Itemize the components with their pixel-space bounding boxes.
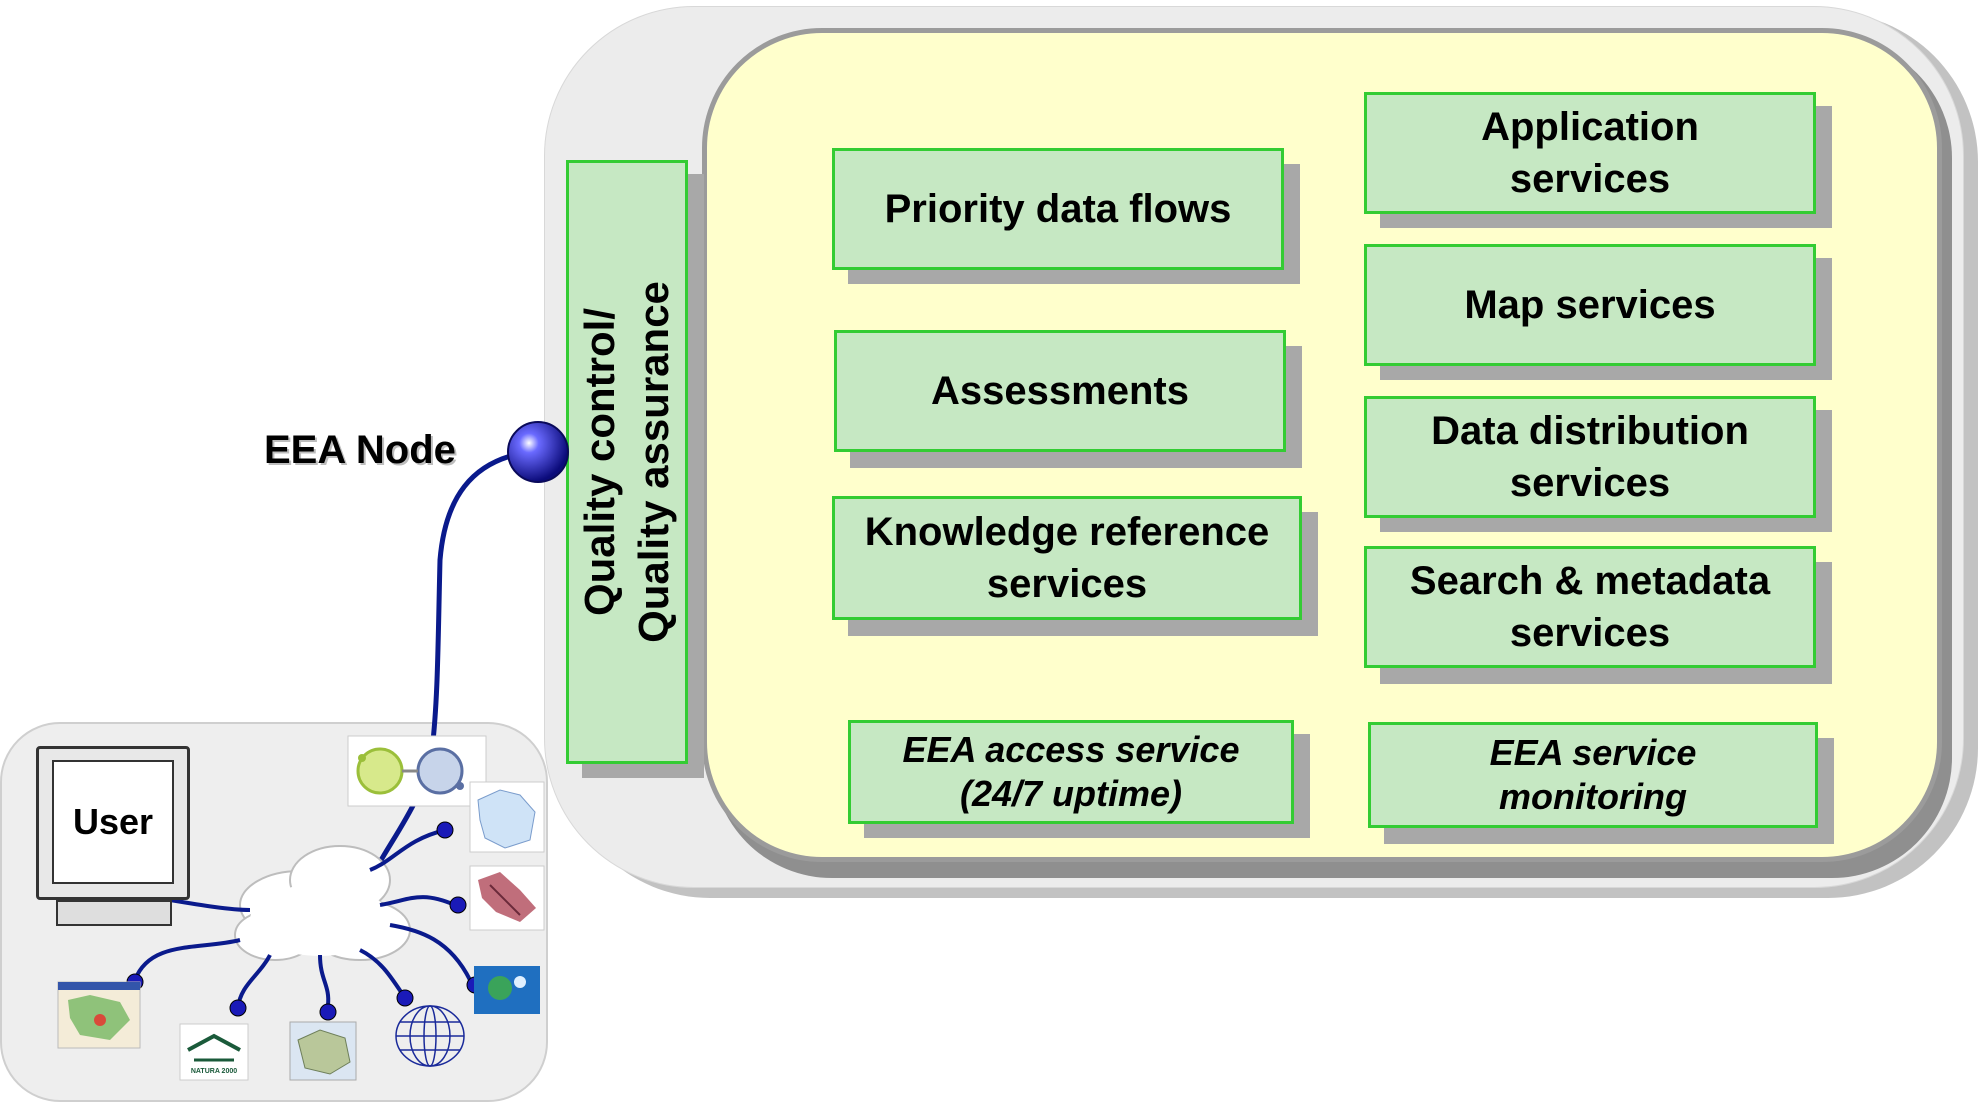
knowledge-reference-box: Knowledge reference services [832, 496, 1302, 620]
diagram-thumbnail-icon [347, 735, 487, 807]
data-distribution-label: Data distribution services [1431, 409, 1749, 505]
user-label: User [72, 801, 154, 842]
assessments-box: Assessments [834, 330, 1286, 452]
access-service-box: EEA access service (24/7 uptime) [848, 720, 1294, 824]
assessments-label: Assessments [931, 369, 1189, 413]
france-map-icon [469, 781, 545, 853]
europe-map-screenshot-icon [57, 981, 141, 1049]
natura-caption: NATURA 2000 [190, 1068, 238, 1075]
eea-node-icon [507, 421, 569, 483]
search-metadata-box: Search & metadata services [1364, 546, 1816, 668]
knowledge-reference-label: Knowledge reference services [864, 510, 1270, 606]
access-service-label: EEA access service (24/7 uptime) [902, 729, 1240, 814]
europe-map-icon [289, 1021, 357, 1081]
map-services-box: Map services [1364, 244, 1816, 366]
user-screen: User [52, 760, 174, 884]
map-services-label: Map services [1464, 283, 1716, 327]
service-monitoring-box: EEA service monitoring [1368, 722, 1818, 828]
search-metadata-label: Search & metadata services [1409, 559, 1771, 655]
computer-base [56, 900, 172, 926]
eea-node-label: EEA Node [264, 428, 456, 472]
satellite-image-icon [474, 966, 540, 1014]
quality-control-box [566, 160, 688, 764]
application-services-box: Application services [1364, 92, 1816, 214]
cloud-icon [234, 845, 411, 961]
priority-data-flows-box: Priority data flows [832, 148, 1284, 270]
node-cable [367, 449, 531, 882]
data-distribution-box: Data distribution services [1364, 396, 1816, 518]
natura-logo-icon [179, 1023, 249, 1081]
river-map-icon [469, 865, 545, 931]
service-monitoring-label: EEA service monitoring [1489, 732, 1697, 817]
priority-data-flows-label: Priority data flows [884, 187, 1232, 231]
application-services-label: Application services [1481, 105, 1699, 201]
wire-globe-icon [395, 1005, 465, 1067]
